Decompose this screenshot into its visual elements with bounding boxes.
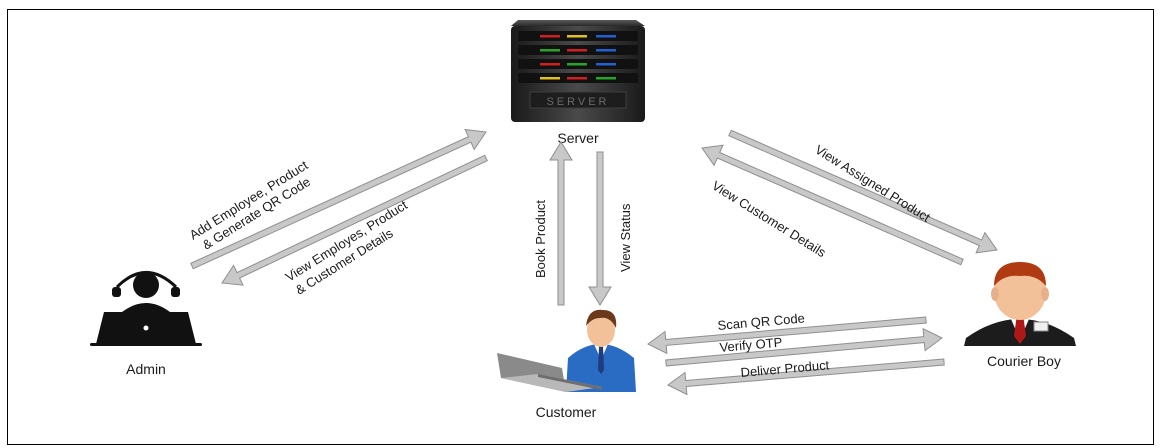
edge-label-add-employee: Add Employee, Product bbox=[187, 157, 311, 242]
arrow-courier-to-server bbox=[701, 144, 964, 266]
arrow-customer-to-server bbox=[549, 141, 573, 306]
courier-person-icon bbox=[964, 262, 1076, 346]
edge-label-verify-otp: Verify OTP bbox=[719, 335, 783, 355]
arrow-server-to-customer bbox=[588, 151, 612, 306]
admin-laptop-icon bbox=[90, 271, 202, 346]
courier-label: Courier Boy bbox=[987, 353, 1061, 369]
arrow-courier-to-customer-deliver bbox=[667, 358, 945, 396]
edge-label-view-customer-details: View Customer Details bbox=[709, 178, 829, 261]
arrow-admin-to-server bbox=[190, 128, 487, 270]
server-icon: SERVER bbox=[511, 20, 645, 122]
server-badge-text: SERVER bbox=[546, 96, 609, 108]
arrows-layer bbox=[190, 128, 998, 396]
customer-laptop-icon bbox=[497, 309, 636, 392]
diagram-frame bbox=[7, 9, 1154, 445]
server-drive-bays bbox=[518, 31, 638, 83]
admin-label: Admin bbox=[126, 361, 166, 377]
edge-label-book-product: Book Product bbox=[533, 200, 548, 278]
customer-label: Customer bbox=[536, 404, 597, 420]
arrow-courier-to-customer-scan bbox=[647, 316, 927, 355]
edge-label-view-assigned: View Assigned Product bbox=[812, 142, 933, 225]
arrow-customer-to-courier-otp bbox=[665, 327, 943, 367]
arrow-server-to-admin bbox=[221, 154, 488, 286]
server-label: Server bbox=[557, 130, 599, 146]
edge-label-view-status: View Status bbox=[618, 203, 633, 272]
arrow-server-to-courier bbox=[728, 129, 998, 254]
